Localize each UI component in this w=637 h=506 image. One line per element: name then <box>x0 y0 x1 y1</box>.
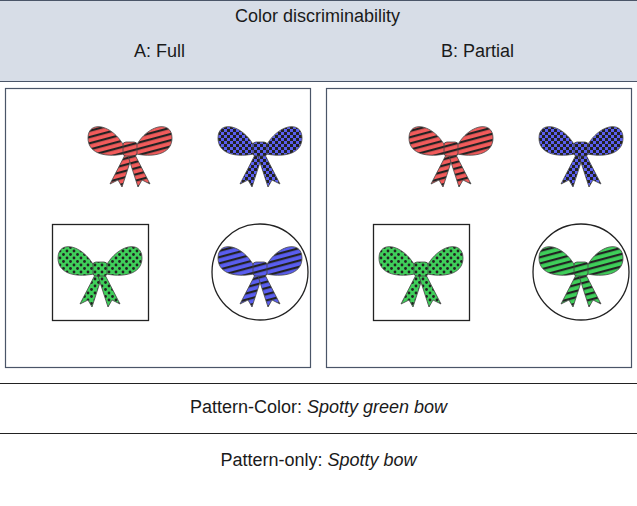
header-band: Color discriminability A: Full B: Partial <box>0 0 637 82</box>
legend-row: Pattern-only: Spotty bow <box>0 450 637 471</box>
column-heading: B: Partial <box>441 41 514 62</box>
condition-name: Pattern-Color: <box>190 397 302 418</box>
condition-example: Spotty green bow <box>307 397 447 418</box>
condition-name: Pattern-only: <box>220 450 322 471</box>
condition-example: Spotty bow <box>328 450 417 471</box>
header-title: Color discriminability <box>235 6 400 27</box>
legend-row: Pattern-Color:Spotty green bow <box>0 397 637 418</box>
column-heading: A: Full <box>134 41 185 62</box>
